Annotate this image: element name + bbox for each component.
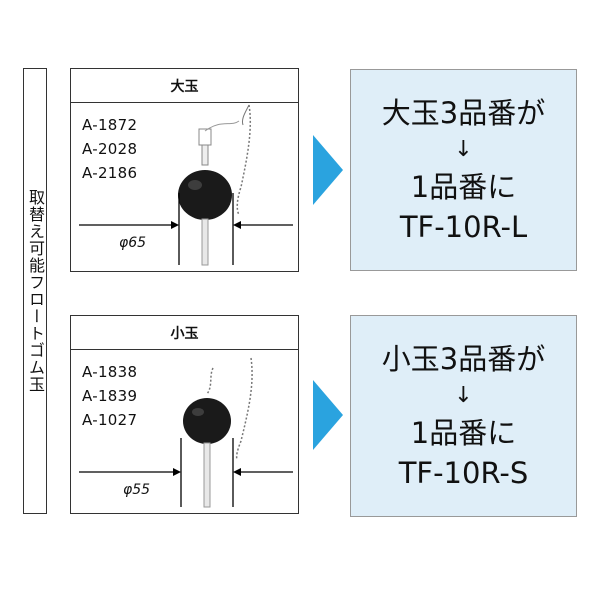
result-line: 1品番に bbox=[410, 170, 517, 204]
result-product-code: TF-10R-L bbox=[399, 210, 528, 244]
code-item: A-2186 bbox=[82, 164, 138, 182]
small-float-codes: A-1838 A-1839 A-1027 bbox=[82, 360, 137, 432]
large-float-title: 大玉 bbox=[71, 69, 298, 103]
large-result-box: 大玉3品番が ↓ 1品番に TF-10R-L bbox=[350, 69, 577, 271]
small-float-title: 小玉 bbox=[71, 316, 298, 350]
small-result-box: 小玉3品番が ↓ 1品番に TF-10R-S bbox=[350, 315, 577, 517]
large-float-panel: 大玉 A-1872 A-2028 A-2186 φ65 bbox=[70, 68, 299, 272]
code-item: A-1838 bbox=[82, 363, 138, 381]
down-arrow-icon: ↓ bbox=[454, 383, 473, 408]
result-line: 1品番に bbox=[410, 416, 517, 450]
large-float-illustration bbox=[79, 104, 293, 266]
small-float-illustration bbox=[79, 357, 293, 508]
code-item: A-2028 bbox=[82, 140, 138, 158]
result-product-code: TF-10R-S bbox=[398, 456, 529, 490]
code-item: A-1872 bbox=[82, 116, 138, 134]
large-float-diameter: φ65 bbox=[119, 235, 147, 251]
result-line: 大玉3品番が bbox=[381, 96, 546, 130]
large-float-codes: A-1872 A-2028 A-2186 bbox=[82, 113, 137, 185]
arrow-right-icon bbox=[313, 380, 343, 450]
down-arrow-icon: ↓ bbox=[454, 137, 473, 162]
arrow-right-icon bbox=[313, 135, 343, 205]
small-float-panel: 小玉 A-1838 A-1839 A-1027 φ55 bbox=[70, 315, 299, 514]
small-float-diameter: φ55 bbox=[123, 482, 151, 498]
side-label: 取替え可能フロートゴム玉 bbox=[23, 68, 47, 514]
code-item: A-1839 bbox=[82, 387, 138, 405]
side-label-text: 取替え可能フロートゴム玉 bbox=[26, 189, 45, 393]
result-line: 小玉3品番が bbox=[381, 342, 546, 376]
code-item: A-1027 bbox=[82, 411, 138, 429]
